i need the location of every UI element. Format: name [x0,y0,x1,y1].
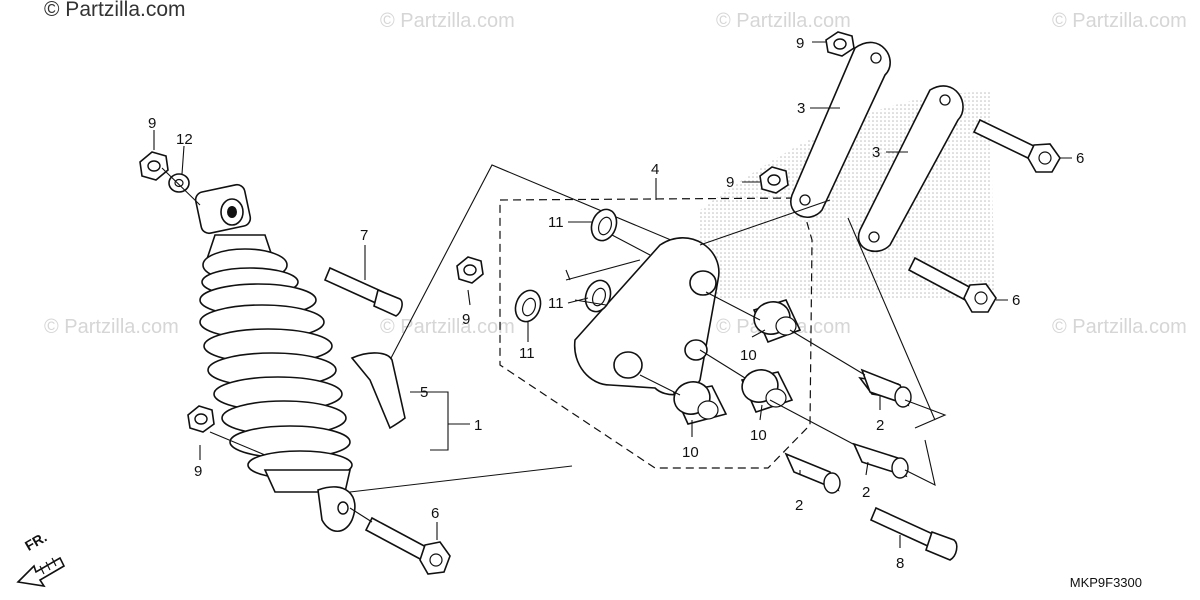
callout-9: 9 [796,35,804,52]
callout-9: 9 [462,311,470,328]
seal [514,289,542,323]
callout-8: 8 [896,555,904,572]
callout-7: 7 [360,227,368,244]
tie-plate [857,85,964,253]
watermark: © Partzilla.com [44,316,179,338]
bolt [323,266,403,317]
callout-leaders [153,41,1072,548]
exploded-line [639,291,761,396]
nut [187,405,215,433]
bracket-line [389,164,691,361]
seal [590,208,618,242]
nut [139,151,169,181]
watermark: © Partzilla.com [716,10,851,32]
callout-3: 3 [797,100,805,117]
needle-bearing [740,369,794,413]
exploded-line [161,167,201,206]
nut [825,31,855,57]
callout-9: 9 [148,115,156,132]
collar [852,442,909,479]
bolt [869,506,958,561]
exploded-line [209,431,266,456]
watermark: © Partzilla.com [1052,316,1187,338]
linkage-arm [573,237,720,396]
callout-3: 3 [872,144,880,161]
watermark-main: © Partzilla.com [44,0,186,21]
callout-1: 1 [474,417,482,434]
watermark: © Partzilla.com [380,10,515,32]
watermark: © Partzilla.com [380,316,515,338]
stopper-rubber [350,352,406,430]
callout-11: 11 [519,345,535,362]
seal [584,279,612,313]
washer [168,173,190,193]
callout-10: 10 [682,444,699,461]
exploded-line [565,234,651,306]
needle-bearing [752,299,802,344]
arrow-down-left-icon [16,556,66,588]
callout-6: 6 [1012,292,1020,309]
bolt [364,516,451,575]
diagram-code: MKP9F3300 [1069,575,1142,590]
needle-bearing [672,381,728,425]
bolt [907,256,997,313]
exploded-line [349,507,373,523]
nut [759,166,789,194]
callout-5: 5 [420,384,428,401]
callout-10: 10 [740,347,757,364]
exploded-line [699,199,936,421]
watermark: © Partzilla.com [1052,10,1187,32]
shock-absorber [194,183,356,533]
collar [784,452,841,494]
callout-9: 9 [194,463,202,480]
callout-12: 12 [176,131,193,148]
tie-plate [789,41,891,219]
collar [858,368,912,408]
callout-2: 2 [795,497,803,514]
bracket-line [349,465,573,493]
callout-11: 11 [548,214,564,231]
callout-2: 2 [862,484,870,501]
callout-11: 11 [548,295,564,312]
callout-6: 6 [1076,150,1084,167]
exploded-line [769,329,947,487]
bolt [972,118,1061,173]
nut [456,256,484,284]
callout-6: 6 [431,505,439,522]
callout-4: 4 [651,161,659,178]
callout-9: 9 [726,174,734,191]
callout-10: 10 [750,427,767,444]
callout-2: 2 [876,417,884,434]
